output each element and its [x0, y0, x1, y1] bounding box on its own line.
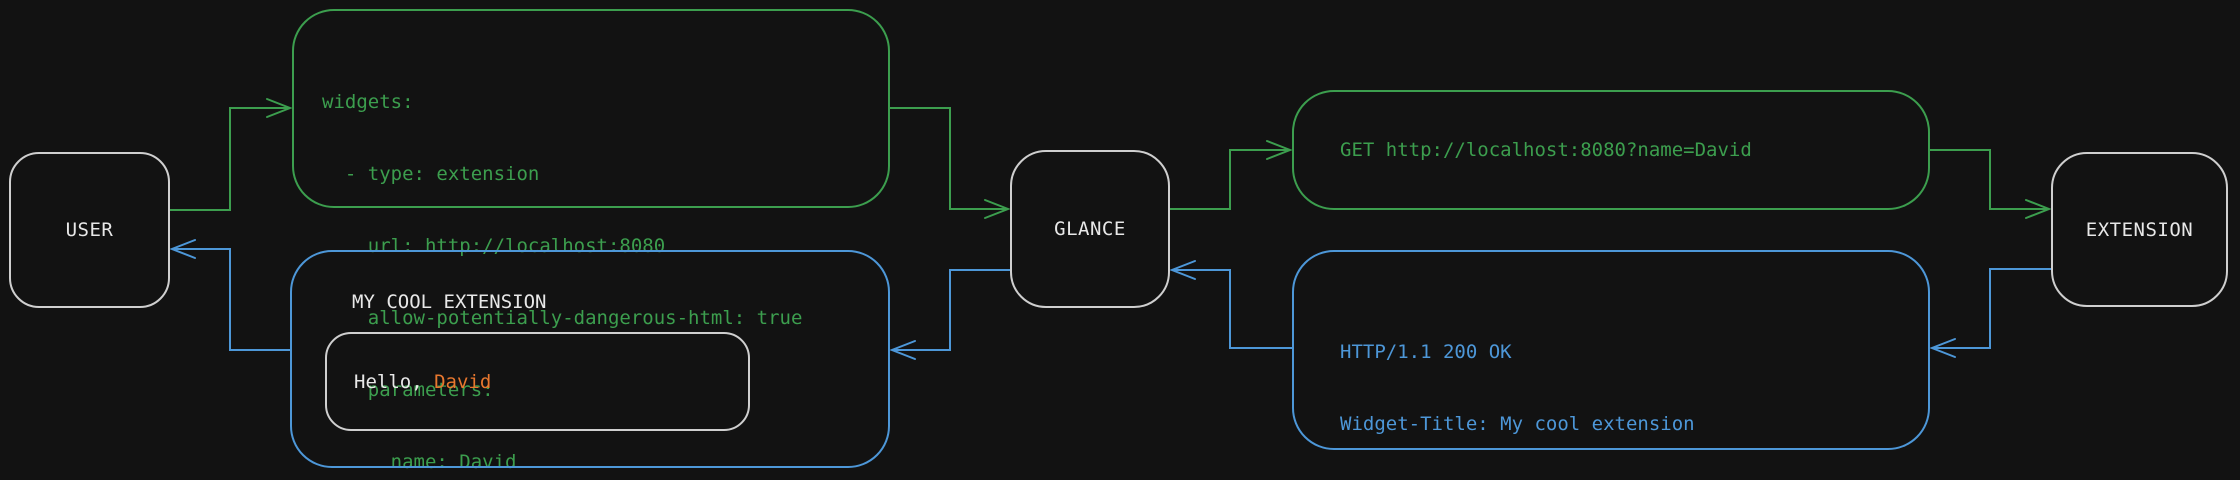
- http-response-box: HTTP/1.1 200 OK Widget-Title: My cool ex…: [1292, 250, 1930, 450]
- config-line: allow-potentially-dangerous-html: true: [322, 307, 803, 329]
- arrowhead-left-icon: [889, 340, 916, 360]
- config-line: - type: extension: [322, 163, 540, 185]
- arrow-glance-to-request: [1169, 140, 1293, 210]
- glance-node: GLANCE: [1010, 150, 1170, 308]
- response-line: HTTP/1.1 200 OK: [1340, 341, 1512, 363]
- arrow-user-to-config: [169, 98, 293, 211]
- arrowhead-right-icon: [2025, 199, 2052, 219]
- response-line: Widget-Title: My cool extension: [1340, 413, 1695, 435]
- arrowhead-left-icon: [1169, 260, 1196, 280]
- arrow-config-to-glance: [889, 107, 1011, 219]
- http-request-box: GET http://localhost:8080?name=David: [1292, 90, 1930, 210]
- extension-node: EXTENSION: [2051, 152, 2228, 307]
- request-line: GET http://localhost:8080?name=David: [1340, 139, 1752, 161]
- arrow-request-to-extension: [1929, 149, 2052, 219]
- greeting-prefix: Hello,: [354, 370, 435, 393]
- config-line: widgets:: [322, 91, 414, 113]
- config-line: parameters:: [322, 379, 494, 401]
- config-yaml-box: widgets: - type: extension url: http://l…: [292, 9, 890, 473]
- arrowhead-left-icon: [1929, 338, 1956, 358]
- arrow-glance-to-widget: [889, 269, 1011, 360]
- arrow-response-to-glance: [1169, 260, 1293, 349]
- user-node-label: USER: [65, 219, 114, 241]
- widget-title: MY COOL EXTENSION: [352, 291, 547, 313]
- widget-greeting-box: Hello, David: [325, 332, 750, 431]
- extension-node-label: EXTENSION: [2085, 218, 2194, 241]
- widget-preview-box: MY COOL EXTENSION Hello, David: [290, 250, 890, 468]
- glance-node-label: GLANCE: [1054, 218, 1126, 240]
- arrowhead-right-icon: [266, 98, 293, 118]
- arrowhead-right-icon: [984, 199, 1011, 219]
- arrow-extension-to-response: [1929, 268, 2052, 358]
- arrowhead-left-icon: [169, 239, 196, 259]
- user-node: USER: [9, 152, 170, 308]
- greeting-name: David: [434, 370, 492, 393]
- arrowhead-right-icon: [1266, 140, 1293, 160]
- arrow-widget-to-user: [169, 239, 291, 351]
